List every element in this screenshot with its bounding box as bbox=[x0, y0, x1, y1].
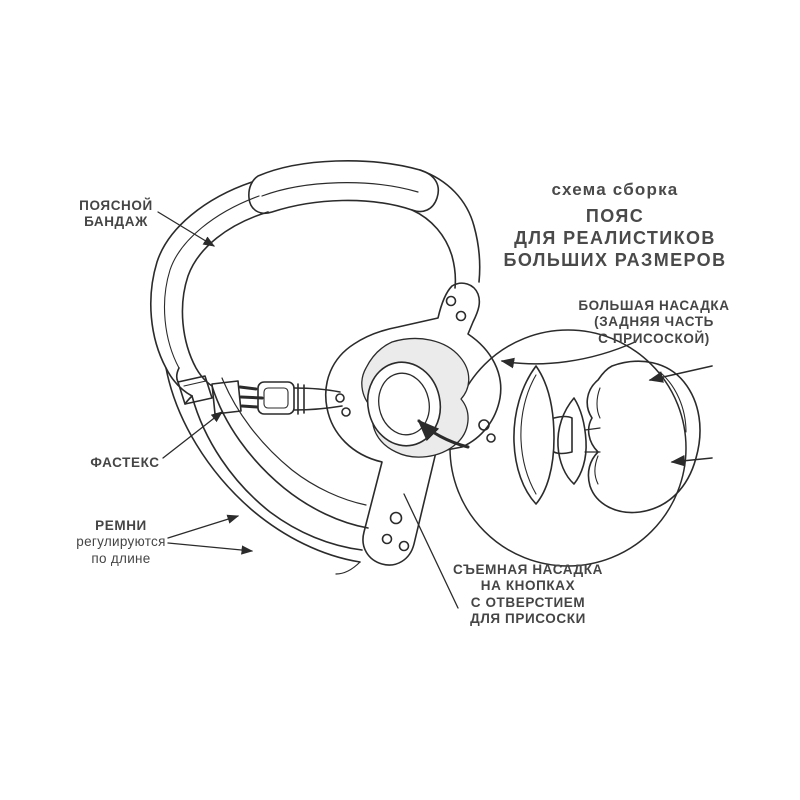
adjustable-straps-shape bbox=[165, 367, 369, 575]
title-product-line1: ПОЯС bbox=[585, 206, 645, 226]
rotation-circle bbox=[449, 329, 713, 567]
title-scheme-line: схема сборка bbox=[551, 180, 679, 199]
mounting-plate-shape bbox=[325, 282, 502, 566]
label-big-attachment: БОЛЬШАЯ НАСАДКА (ЗАДНЯЯ ЧАСТЬ С ПРИСОСКО… bbox=[578, 298, 730, 346]
diagram-title: схема сборка ПОЯС ДЛЯ РЕАЛИСТИКОВ БОЛЬШИ… bbox=[470, 180, 760, 272]
ring-pad-shape bbox=[361, 337, 470, 458]
label-removable-attachment: СЪЕМНАЯ НАСАДКА НА КНОПКАХ С ОТВЕРСТИЕМ … bbox=[453, 562, 603, 627]
title-product-line2: ДЛЯ РЕАЛИСТИКОВ bbox=[514, 227, 716, 248]
label-fastex: ФАСТЕКС bbox=[90, 455, 160, 470]
waist-band-shape bbox=[150, 160, 481, 397]
suction-attachment-shape bbox=[513, 360, 701, 514]
fastex-buckle-shape bbox=[175, 367, 343, 415]
title-product-line3: БОЛЬШИХ РАЗМЕРОВ bbox=[503, 249, 727, 270]
assembly-arrows bbox=[417, 341, 636, 449]
label-waist-band: ПОЯСНОЙ БАНДАЖ bbox=[79, 198, 153, 230]
leader-lines bbox=[157, 211, 459, 609]
label-straps: РЕМНИ регулируются по длине bbox=[76, 518, 166, 566]
